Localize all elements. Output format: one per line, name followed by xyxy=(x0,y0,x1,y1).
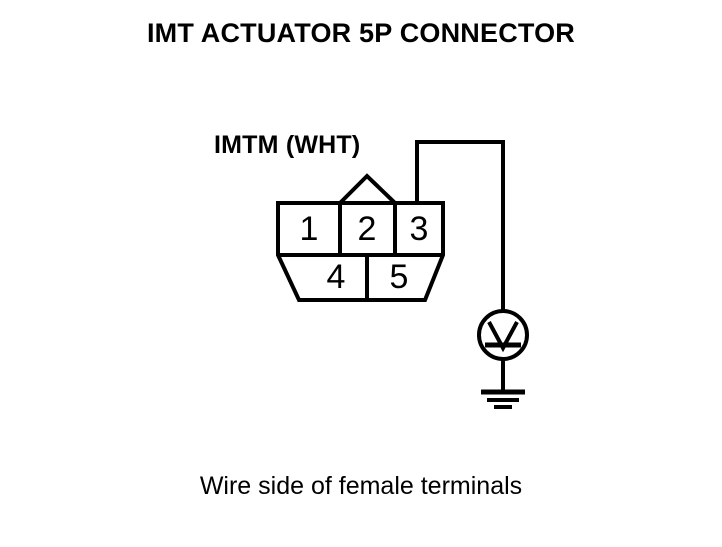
page-title: IMT ACTUATOR 5P CONNECTOR xyxy=(146,18,576,48)
voltmeter-icon xyxy=(477,309,529,361)
pin-number-5: 5 xyxy=(390,258,409,296)
pin-number-1: 1 xyxy=(300,210,319,248)
wire-label-imtm: IMTM (WHT) xyxy=(214,131,361,159)
pin-number-4: 4 xyxy=(327,258,346,296)
connector-body xyxy=(276,173,445,302)
ground-icon xyxy=(481,359,525,409)
test-lead-wire xyxy=(415,140,505,312)
pin-number-3: 3 xyxy=(410,210,429,248)
figure-caption: Wire side of female terminals xyxy=(199,472,523,500)
pin-number-2: 2 xyxy=(358,210,377,248)
